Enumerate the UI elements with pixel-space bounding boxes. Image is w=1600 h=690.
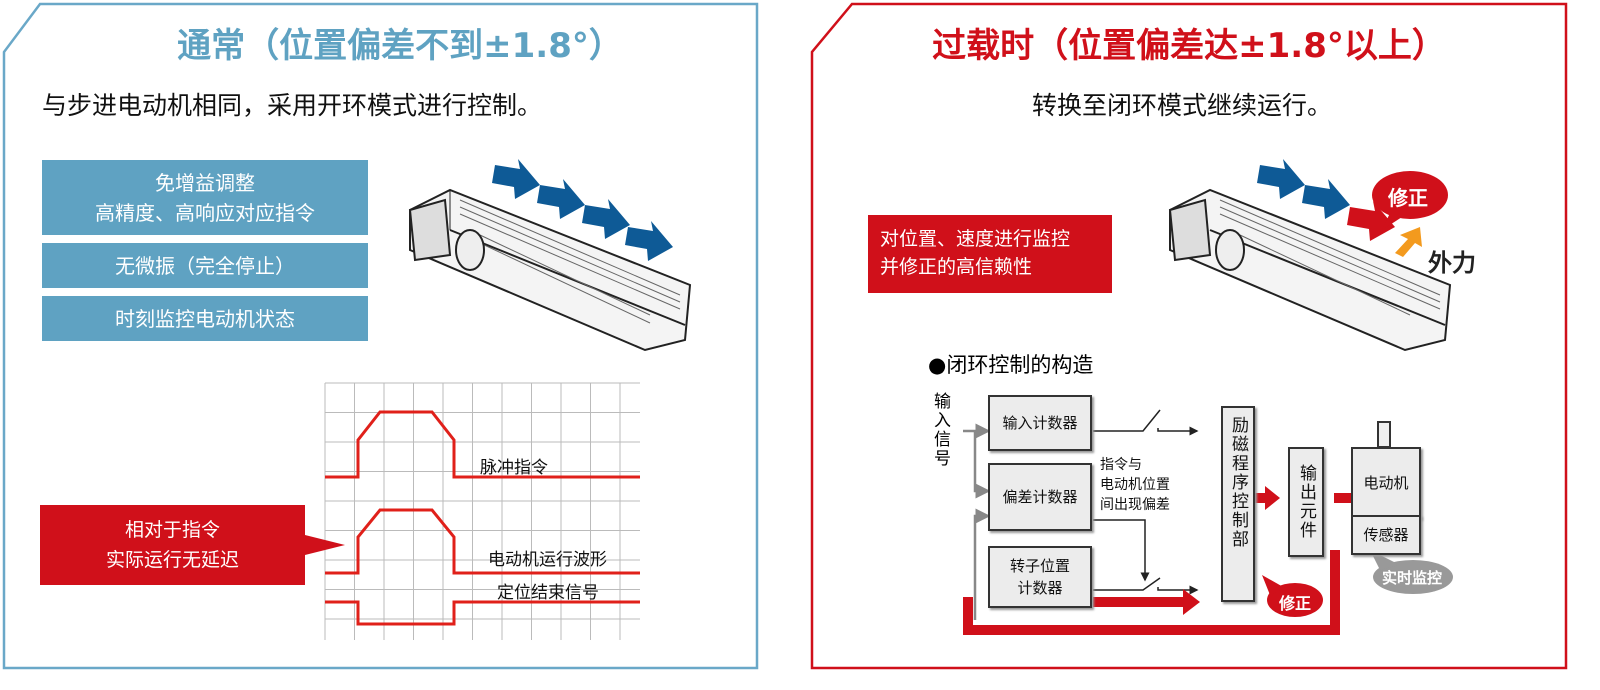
- block-line: 转子位置: [1009, 557, 1070, 575]
- diagram-heading: ●闭环控制的构造: [928, 353, 1094, 377]
- closed-loop-lines: [963, 409, 1453, 635]
- callout-line: 相对于指令: [124, 519, 220, 541]
- deviation-note: 指令与 电动机位置 间出现偏差: [1100, 455, 1170, 515]
- input-counter-block: 输入计数器: [988, 395, 1092, 451]
- feature-line: 时刻监控电动机状态: [115, 306, 295, 331]
- feature-line: 高精度、高响应对应指令: [95, 200, 315, 225]
- left-callout: [40, 505, 345, 585]
- rotor-position-counter-block: 转子位置 计数器: [988, 546, 1092, 608]
- right-subtitle: 转换至闭环模式继续运行。: [1032, 91, 1333, 120]
- block-label: 励磁程序控制部: [1228, 416, 1248, 549]
- pulse-trace: [325, 410, 640, 479]
- external-force-label: 外力: [1428, 249, 1476, 277]
- note-line: 间出现偏差: [1100, 497, 1170, 513]
- note-line: 电动机位置: [1100, 477, 1170, 493]
- external-force-arrow: [1395, 227, 1422, 257]
- callout-line: 并修正的高信赖性: [880, 256, 1033, 278]
- sensor-block: 传感器: [1351, 515, 1421, 555]
- feature-monitoring: 时刻监控电动机状态: [42, 296, 368, 341]
- actuator-illustration: [408, 159, 692, 352]
- excitation-control-block: 励磁程序控制部: [1221, 406, 1255, 602]
- realtime-monitor-label: 实时监控: [1382, 569, 1443, 587]
- positioning-trace: [325, 600, 640, 626]
- red-arrow: [1347, 201, 1395, 241]
- correct-bubble: 修正: [1388, 186, 1428, 210]
- note-line: 指令与: [1100, 457, 1142, 473]
- left-title: 通常（位置偏差不到±1.8°）: [177, 26, 623, 66]
- right-callout: 对位置、速度进行监控 并修正的高信赖性: [868, 215, 1112, 293]
- deviation-counter-block: 偏差计数器: [988, 463, 1092, 531]
- feature-gain-free: 免增益调整 高精度、高响应对应指令: [42, 160, 368, 235]
- callout-line: 实际运行无延迟: [105, 549, 239, 571]
- waveform-label-pulse: 脉冲指令: [480, 458, 548, 478]
- left-subtitle: 与步进电动机相同，采用开环模式进行控制。: [42, 91, 543, 120]
- correct-label: 修正: [1279, 594, 1312, 613]
- actuator-overload-illustration: [1168, 159, 1452, 352]
- feature-no-vibration: 无微振（完全停止）: [42, 243, 368, 288]
- block-line: 计数器: [1017, 579, 1063, 597]
- feature-line: 免增益调整: [155, 170, 255, 195]
- motion-arrows: [492, 159, 673, 261]
- left-panel-frame: /*grid drawn below*/: [2, 2, 759, 670]
- motor-block: 电动机: [1351, 447, 1421, 519]
- right-title: 过载时（位置偏差达±1.8°以上）: [932, 26, 1446, 66]
- waveform-label-motor: 电动机运行波形: [488, 550, 607, 570]
- waveform-chart: [324, 382, 640, 640]
- input-signal-label: 输入信号: [930, 392, 950, 468]
- callout-line: 对位置、速度进行监控: [880, 228, 1071, 250]
- output-element-block: 输出元件: [1288, 447, 1324, 557]
- feature-line: 无微振（完全停止）: [115, 253, 295, 278]
- right-panel-frame: [810, 2, 1568, 670]
- waveform-label-positioning: 定位结束信号: [497, 583, 599, 603]
- motor-trace: [325, 508, 640, 575]
- block-label: 输出元件: [1296, 464, 1316, 540]
